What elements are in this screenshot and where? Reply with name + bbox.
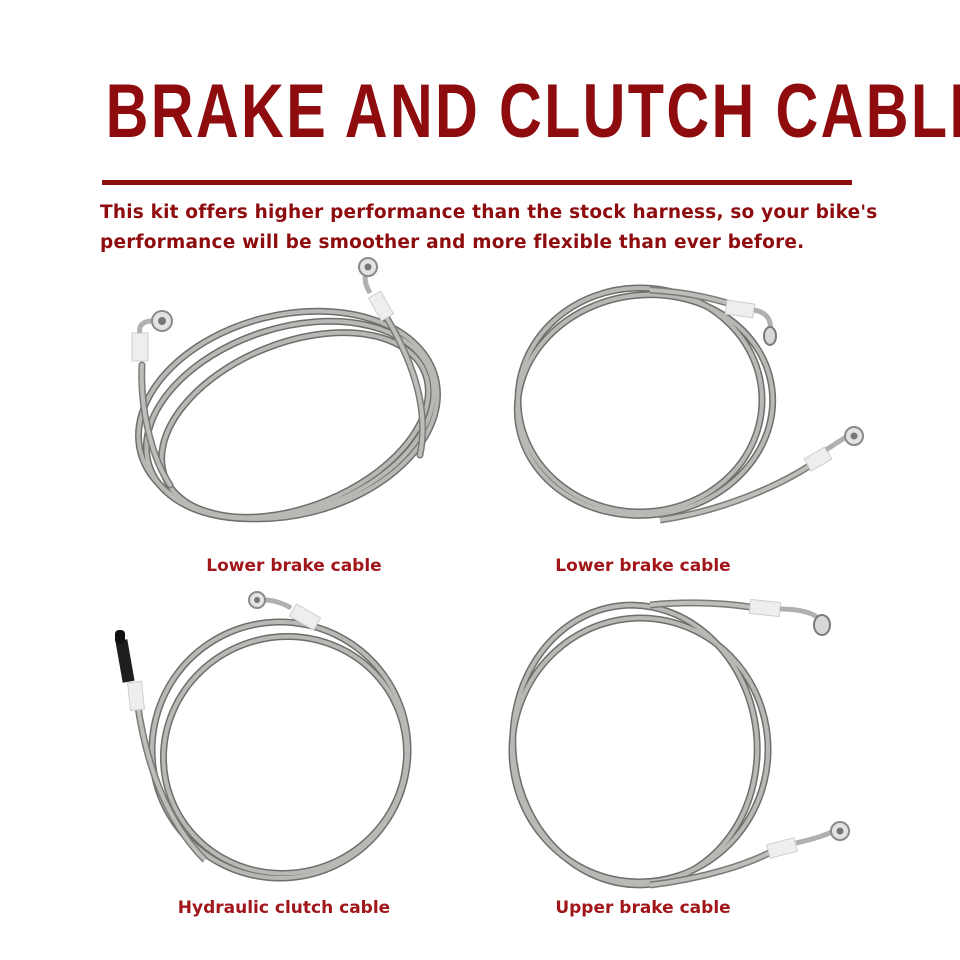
- product-caption: Hydraulic clutch cable: [177, 898, 391, 918]
- hydraulic-clutch-cable-image: [115, 591, 412, 882]
- description-line-2: performance will be smoother and more fl…: [100, 232, 805, 253]
- product-caption: Lower brake cable: [206, 556, 382, 576]
- product-caption: Lower brake cable: [555, 556, 731, 576]
- lower-brake-cable-image: [513, 284, 864, 524]
- product-description: This kit offers higher performance than …: [100, 198, 890, 258]
- title-divider: [102, 180, 852, 185]
- product-caption: Upper brake cable: [555, 898, 731, 918]
- description-line-1: This kit offers higher performance than …: [100, 202, 878, 223]
- upper-brake-cable-image: [508, 598, 850, 889]
- lower-brake-cable-image: [131, 257, 441, 523]
- page-title: BRAKE AND CLUTCH CABLE: [105, 69, 960, 154]
